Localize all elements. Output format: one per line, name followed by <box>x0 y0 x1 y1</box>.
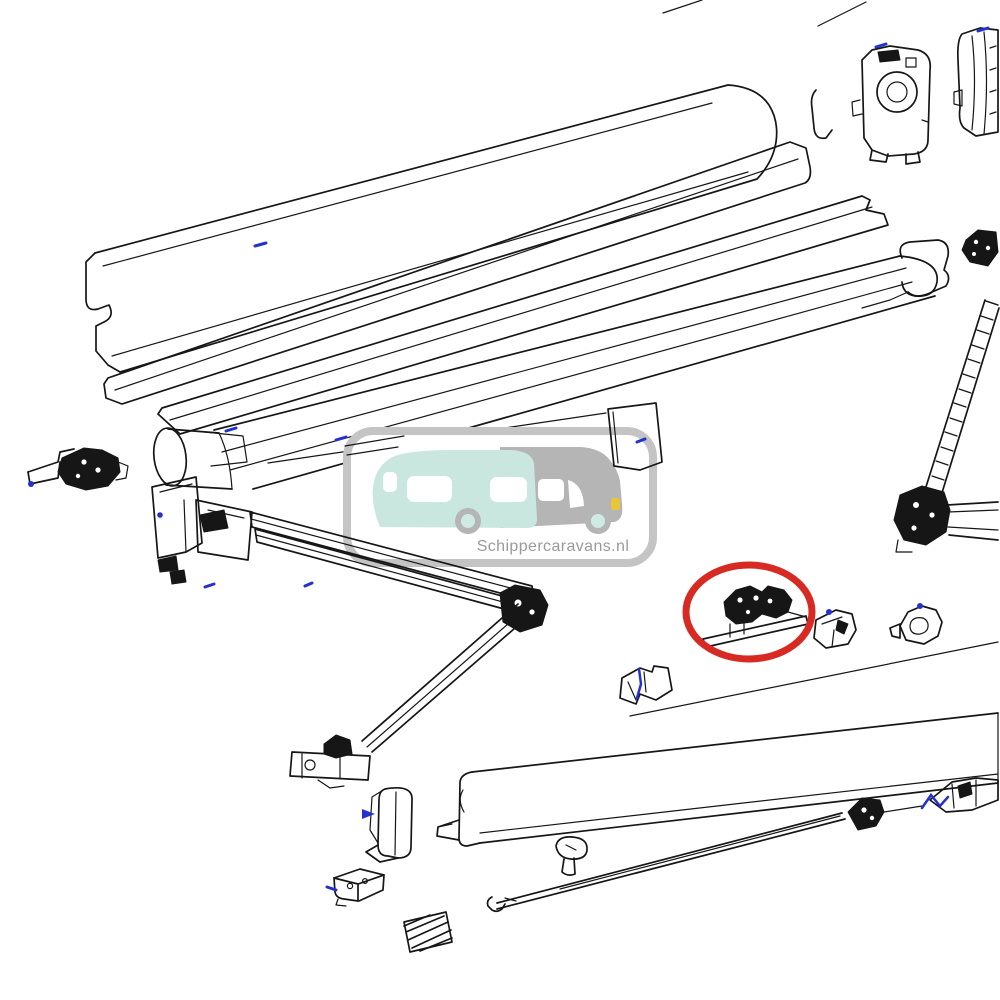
mounting-rail-profile <box>157 195 889 435</box>
end-cap-box <box>333 868 385 907</box>
watermark-badge: Schippercaravans.nl <box>343 427 657 567</box>
blue-arrow <box>362 809 375 819</box>
case-back-profile <box>103 141 812 405</box>
support-leg-strut <box>924 299 1000 497</box>
dense-knuckle <box>961 229 999 267</box>
guide-line <box>629 641 999 717</box>
bracket-curl-clip <box>810 89 833 140</box>
blue-marks <box>203 26 990 892</box>
fabric-end-curl <box>861 239 950 309</box>
shoulder-bracket <box>151 476 253 585</box>
caravan-silhouette <box>372 450 537 534</box>
watermark-text: Schippercaravans.nl <box>477 538 630 555</box>
rafter-support-bracket <box>697 585 809 648</box>
leg-elbow-joint <box>893 485 951 553</box>
support-bracket-clip <box>619 665 673 705</box>
front-cover-cap <box>365 786 413 863</box>
tension-rafter <box>486 812 846 913</box>
roller-tube <box>152 427 248 490</box>
lead-rail <box>436 712 999 847</box>
spring-insert <box>403 911 453 953</box>
leg-tube <box>946 501 999 541</box>
highlight-ellipse <box>682 561 816 663</box>
fabric-edge-stubs <box>344 435 405 456</box>
rafter-clamp-right <box>889 605 943 645</box>
rafter-clamp-small <box>813 609 857 649</box>
wall-bracket-winch <box>27 447 129 491</box>
gearbox-end-bracket <box>851 45 932 165</box>
blue-dots <box>28 481 923 819</box>
rafter-end-fittings <box>847 777 999 831</box>
fabric-flap <box>607 402 663 471</box>
end-plate-bracket <box>953 27 999 137</box>
awning-case-lid-profile <box>85 0 867 373</box>
rail-knob <box>555 836 588 876</box>
arm-foot-fitting <box>289 734 371 789</box>
forearm <box>361 603 531 753</box>
headlight <box>611 498 620 510</box>
